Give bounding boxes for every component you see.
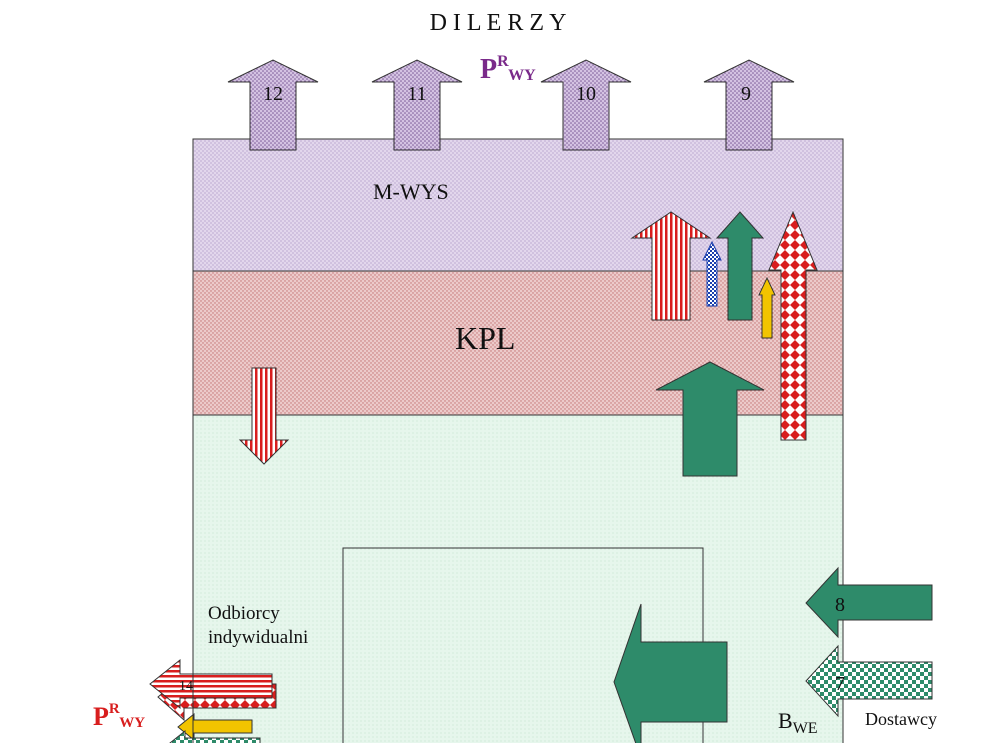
arrow-out-10-label: 10 [576, 83, 596, 105]
arrow-green-up [715, 211, 765, 321]
odbiorcy-label-line2: indywidualni [208, 627, 308, 648]
arrow-out-10: 10 [540, 59, 632, 151]
arrow-out-9: 9 [703, 59, 795, 151]
arrow-in-7: 7 [805, 644, 933, 718]
arrow-in-8: 8 [805, 566, 933, 639]
arrow-out-9-label: 9 [741, 83, 751, 105]
zone-mwys-label: M-WYS [373, 179, 449, 204]
arrow-red-diamond-up [768, 210, 818, 441]
arrow-out-12-label: 12 [263, 83, 283, 105]
arrow-red-stripes-down [238, 367, 290, 465]
prwy-left-sub: WY [119, 715, 145, 731]
arrow-green-big-left [613, 603, 728, 743]
bwe-label: BWE [778, 708, 818, 737]
zone-kpl-label: KPL [455, 320, 515, 356]
dostawcy-label: Dostawcy [865, 709, 937, 729]
header-title: D I L E R Z Y [430, 10, 567, 36]
odbiorcy-label-line1: Odbiorcy [208, 603, 280, 624]
bwe-main: B [778, 708, 793, 733]
prwy-left-main: P [93, 702, 109, 731]
arrow-out-11-label: 11 [407, 83, 426, 105]
arrow-in-7-label: 7 [835, 673, 845, 695]
prwy-top-label: PRWY [480, 53, 536, 85]
arrow-yellow-left [177, 712, 253, 742]
arrow-red-stripes-up [630, 211, 712, 321]
prwy-left-label: PRWY [93, 701, 145, 731]
arrow-green-big-up [655, 361, 765, 477]
arrow-out-12: 12 [227, 59, 319, 151]
prwy-top-sup: R [497, 53, 509, 70]
prwy-top-main: P [480, 54, 497, 85]
arrow-blue-check-up [702, 240, 722, 307]
prwy-top-sub: WY [508, 67, 536, 84]
arrow-left-14: 14 [149, 658, 277, 722]
bwe-sub: WE [793, 720, 818, 737]
arrow-out-11: 11 [371, 59, 463, 151]
prwy-left-sup: R [109, 701, 120, 717]
arrow-in-8-label: 8 [835, 594, 845, 616]
arrow-yellow-up [758, 276, 776, 339]
arrow-left-14-label: 14 [179, 679, 193, 694]
